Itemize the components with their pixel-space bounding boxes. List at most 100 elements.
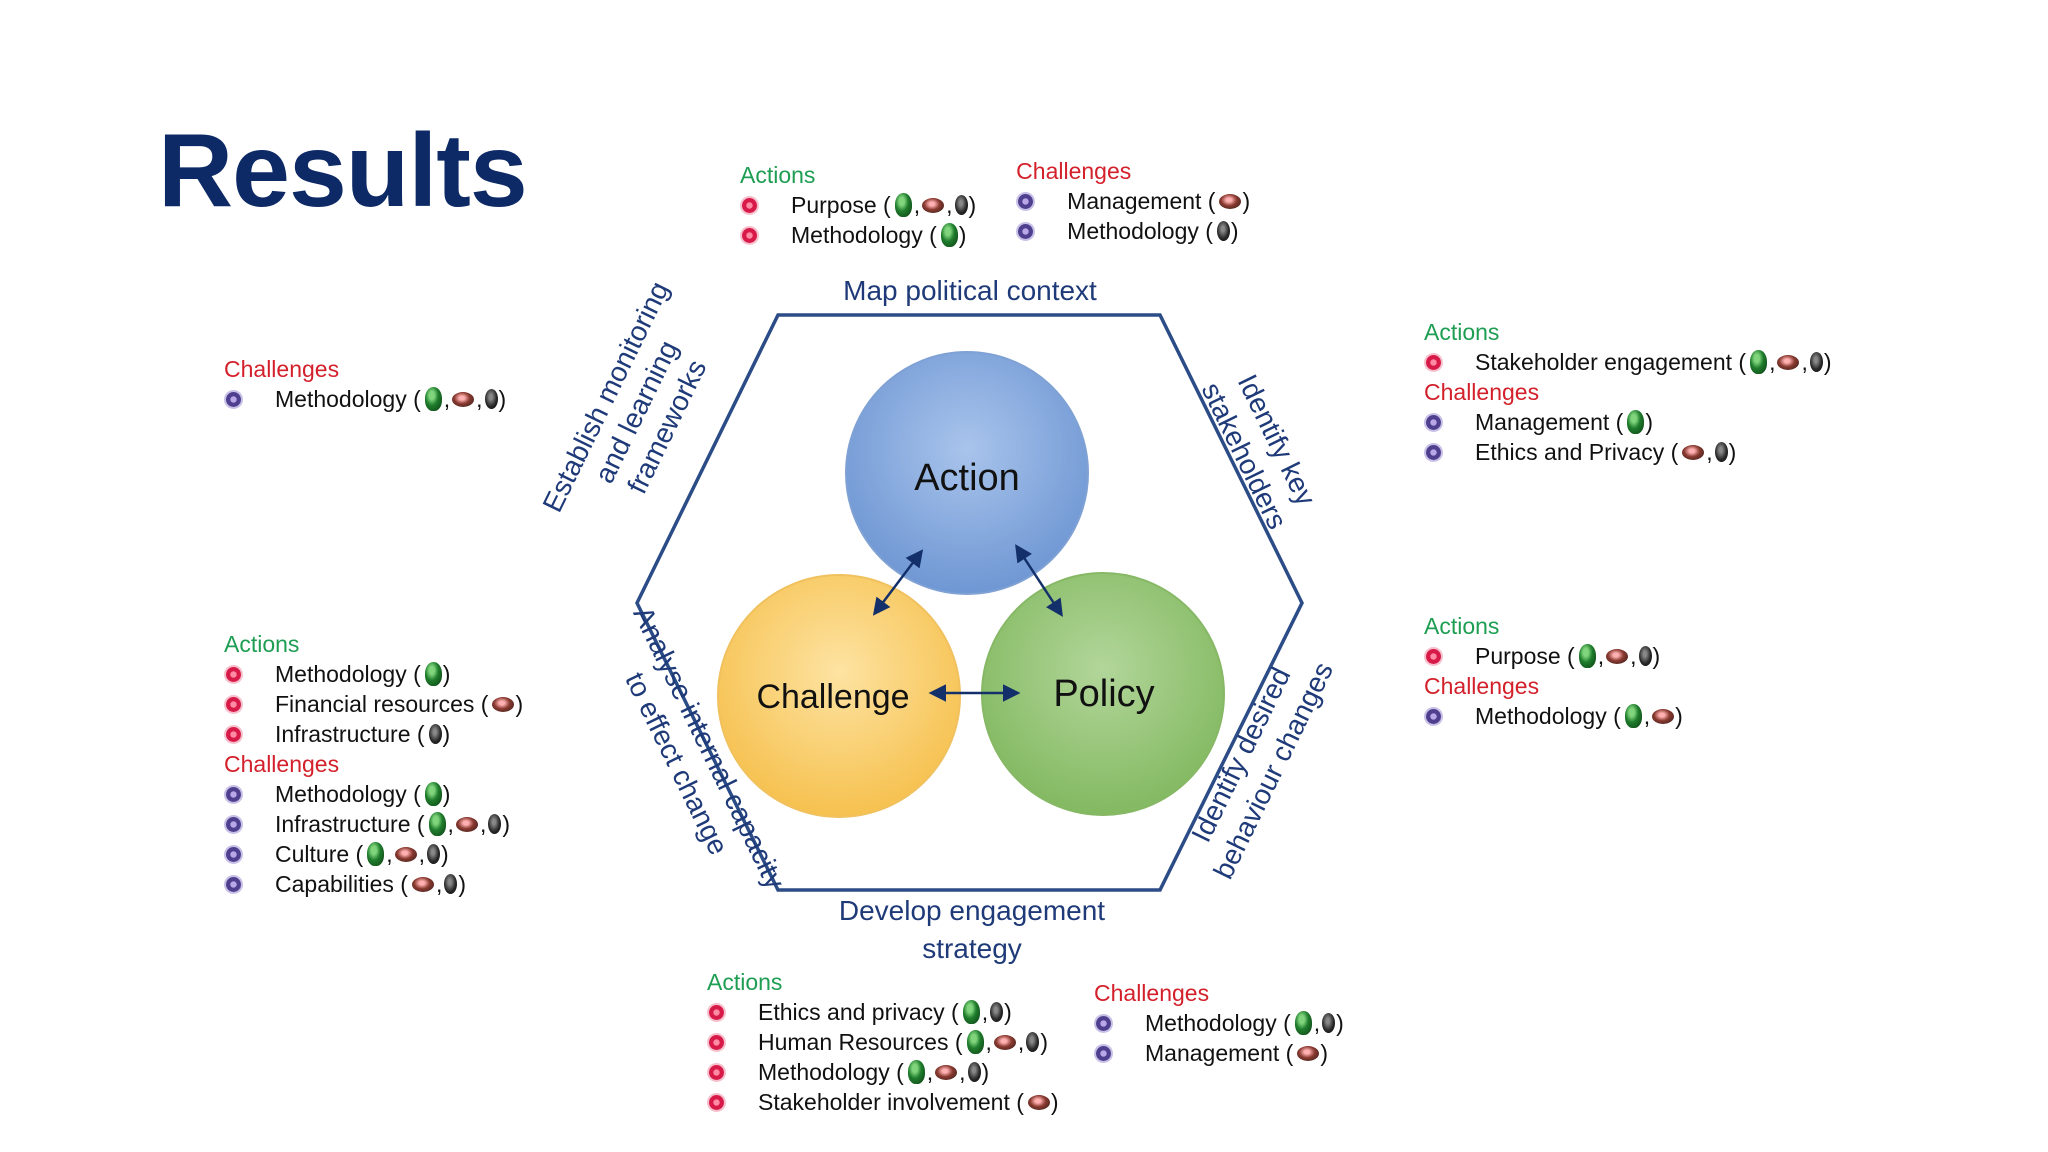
challenge-label: Challenge [756, 678, 909, 716]
hexagon-outline [635, 313, 1304, 892]
action-circle [845, 351, 1089, 595]
item-label: Methodology ( [791, 221, 937, 248]
item-label: Ethics and privacy ( [758, 998, 959, 1025]
challenges-heading: Challenges [1424, 673, 1540, 699]
red-beetle-icon [1297, 1045, 1320, 1061]
challenge-bullet-icon [1018, 223, 1034, 239]
beetle-icons: , [1624, 703, 1675, 730]
green-beetle-icon [962, 1000, 980, 1024]
close-paren: ) [1320, 1039, 1328, 1066]
black-beetle-icon [967, 1062, 981, 1082]
challenge-bullet-icon [1426, 414, 1441, 430]
beetle-icons: ,, [907, 1059, 982, 1086]
beetle-icons [491, 696, 515, 712]
item-label: Infrastructure ( [275, 810, 425, 837]
close-paren: ) [458, 870, 467, 897]
item-label: Human Resources ( [758, 1028, 963, 1055]
close-paren: ) [1230, 217, 1239, 244]
policy-label: Policy [1053, 673, 1154, 715]
page-title: Results [158, 113, 528, 229]
close-paren: ) [1040, 1028, 1048, 1055]
challenge-bullet-icon [1018, 193, 1034, 209]
close-paren: ) [1728, 438, 1737, 465]
item-label: Methodology ( [758, 1058, 904, 1085]
challenge-item: Culture (,,) [224, 839, 523, 869]
green-beetle-icon [1627, 410, 1645, 434]
green-beetle-icon [1624, 704, 1642, 728]
close-paren: ) [1652, 642, 1661, 669]
close-paren: ) [1823, 348, 1832, 375]
item-label: Capabilities ( [275, 870, 408, 897]
item-label: Methodology ( [1145, 1009, 1291, 1036]
beetle-icons [1296, 1045, 1320, 1061]
item-label: Purpose ( [1475, 642, 1575, 669]
black-beetle-icon [1322, 1013, 1336, 1033]
beetle-icons: , [1294, 1010, 1336, 1037]
actions-heading: Actions [224, 631, 300, 657]
action-bullet-icon [226, 726, 241, 742]
black-beetle-icon [1026, 1032, 1040, 1052]
green-beetle-icon [1578, 644, 1596, 668]
beetle-icons [424, 782, 443, 806]
beetle-icons: ,, [366, 841, 441, 868]
action-bullet-icon [709, 1064, 724, 1080]
item-label: Management ( [1475, 408, 1624, 435]
challenge-bullet-icon [226, 391, 241, 407]
challenge-bullet-icon [1096, 1015, 1111, 1031]
challenges-heading: Challenges [224, 751, 340, 777]
green-beetle-icon [428, 812, 446, 836]
challenge-item: Methodology (,,) [224, 384, 506, 414]
svg-text:strategy: strategy [922, 933, 1022, 964]
black-beetle-icon [990, 1002, 1004, 1022]
black-beetle-icon [954, 195, 968, 215]
close-paren: ) [1050, 1088, 1059, 1115]
action-item: Methodology () [224, 659, 523, 689]
close-paren: ) [440, 840, 449, 867]
close-paren: ) [502, 810, 510, 837]
item-label: Management ( [1067, 187, 1216, 214]
close-paren: ) [1336, 1009, 1344, 1036]
challenges-heading: Challenges [1016, 158, 1132, 184]
green-beetle-icon [1294, 1011, 1312, 1035]
black-beetle-icon [484, 389, 498, 409]
item-label: Methodology ( [275, 780, 421, 807]
side-top-left-label: Establish monitoring and learning framew… [537, 277, 713, 517]
actions-heading: Actions [740, 162, 816, 188]
challenge-bullet-icon [1426, 444, 1441, 460]
item-label: Methodology ( [1475, 702, 1621, 729]
close-paren: ) [968, 191, 977, 218]
challenge-item: Methodology (,) [1424, 701, 1683, 731]
close-paren: ) [981, 1058, 990, 1085]
red-beetle-icon [492, 696, 515, 712]
close-paren: ) [442, 720, 451, 747]
action-bullet-icon [709, 1004, 724, 1020]
beetle-icons: ,, [424, 386, 499, 413]
beetle-icons [1027, 1094, 1051, 1110]
side-bottom-label: Develop engagement strategy [839, 895, 1105, 964]
close-paren: ) [1004, 998, 1012, 1025]
beetle-icons [1218, 193, 1242, 209]
challenge-bullet-icon [226, 786, 241, 802]
green-beetle-icon [367, 842, 385, 866]
item-label: Methodology ( [275, 660, 421, 687]
challenge-item: Management () [1016, 186, 1250, 216]
item-label: Culture ( [275, 840, 364, 867]
challenge-bullet-icon [226, 876, 241, 892]
challenge-item: Methodology () [224, 779, 523, 809]
red-beetle-icon [1652, 708, 1675, 724]
green-beetle-icon [894, 193, 912, 217]
item-label: Ethics and Privacy ( [1475, 438, 1679, 465]
black-beetle-icon [426, 844, 440, 864]
action-bullet-icon [709, 1094, 724, 1110]
green-beetle-icon [940, 223, 958, 247]
green-beetle-icon [966, 1030, 984, 1054]
challenge-item: Management () [1094, 1038, 1344, 1068]
black-beetle-icon [1216, 221, 1230, 241]
green-beetle-icon [424, 782, 442, 806]
black-beetle-icon [488, 814, 502, 834]
